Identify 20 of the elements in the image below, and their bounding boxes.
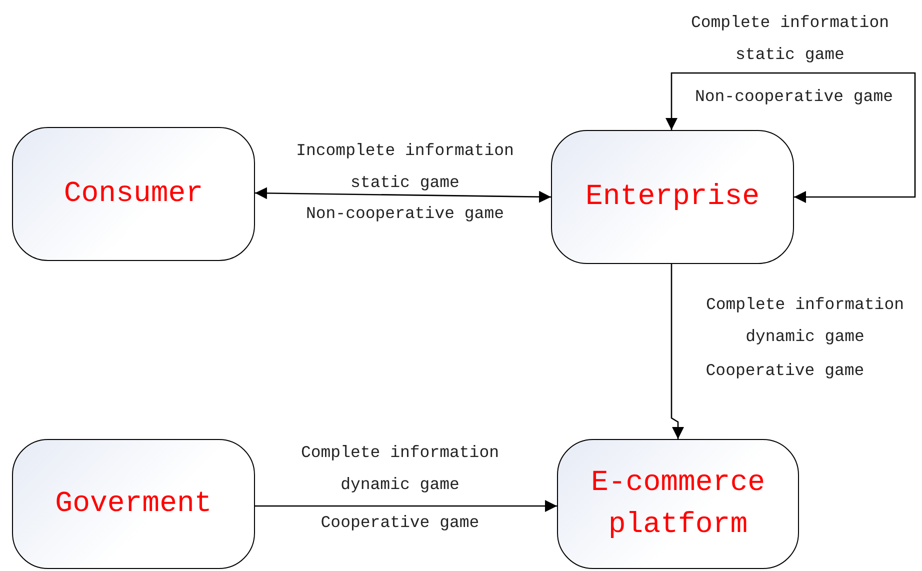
node-label: E-commerce platform (590, 464, 766, 543)
edge-label: Complete information static game (690, 12, 890, 66)
arrow (670, 264, 684, 439)
rounded-box (12, 439, 255, 569)
game-type-note: Non-cooperative game (304, 203, 506, 225)
rounded-box (557, 439, 799, 569)
edge-label: Incomplete information static game (295, 140, 515, 194)
arrow (255, 500, 557, 512)
node-label: Goverment (55, 486, 212, 522)
game-type-note: Cooperative game (320, 512, 480, 534)
game-type-note: Cooperative game (704, 360, 866, 382)
rounded-box (12, 127, 255, 261)
rounded-box (551, 130, 794, 264)
node-label: Consumer (64, 176, 204, 212)
edge-label: Complete information dynamic game (704, 294, 906, 348)
arrow (255, 187, 551, 203)
game-type-note: Non-cooperative game (694, 86, 894, 108)
edge-label: Complete information dynamic game (300, 442, 500, 496)
arrow (666, 72, 916, 203)
node-label: Enterprise (585, 178, 760, 215)
